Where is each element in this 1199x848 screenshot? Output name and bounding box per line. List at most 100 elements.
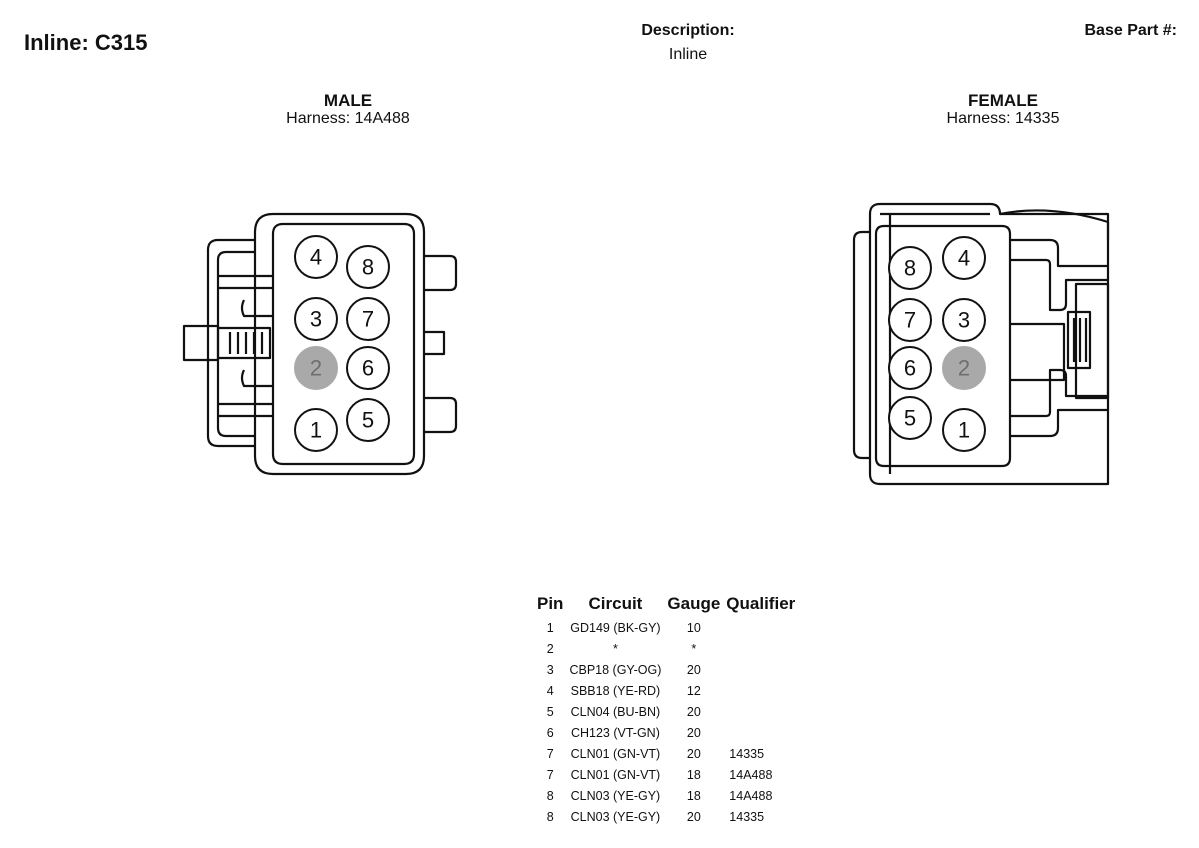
cell-pin: 4 [546,683,554,698]
cell-qualifier [723,617,798,638]
cell-pin: 3 [546,662,554,677]
cell-gauge: 20 [686,704,701,719]
svg-text:1: 1 [958,418,970,443]
cell-gauge: 18 [686,788,701,803]
svg-text:8: 8 [904,256,916,281]
cell-pin: 6 [546,725,554,740]
cell-gauge: 18 [686,767,701,782]
cell-gauge: 20 [686,662,701,677]
cell-circuit: CLN04 (BU-BN) [570,704,661,719]
male-pin: 4 [294,235,338,279]
cell-pin: 7 [546,767,554,782]
table-row: 4 SBB18 (YE-RD) 12 [534,680,798,701]
table-header-row: Pin Circuit Gauge Qualifier [534,594,798,617]
cell-circuit: SBB18 (YE-RD) [570,683,661,698]
table-row: 8 CLN03 (YE-GY) 20 14335 [534,806,798,827]
column-header-gauge: Gauge [667,594,721,613]
cell-circuit: CLN01 (GN-VT) [570,767,661,782]
female-pin: 5 [888,396,932,440]
svg-text:3: 3 [310,307,322,332]
table-row: 6 CH123 (VT-GN) 20 [534,722,798,743]
cell-gauge: 20 [686,725,701,740]
male-pin: 8 [346,245,390,289]
svg-text:5: 5 [362,408,374,433]
table-row: 5 CLN04 (BU-BN) 20 [534,701,798,722]
female-pin: 1 [942,408,986,452]
cell-qualifier: 14A488 [729,788,773,803]
female-gender-label: FEMALE [968,91,1038,110]
cell-circuit: CLN03 (YE-GY) [570,809,661,824]
cell-qualifier [723,701,798,722]
female-pin: 7 [888,298,932,342]
female-pin: 4 [942,236,986,280]
female-pin: 6 [888,346,932,390]
female-pin: 8 [888,246,932,290]
female-pin-empty: 2 [942,346,986,390]
male-harness-label: Harness: 14A488 [286,110,410,127]
cell-pin: 5 [546,704,554,719]
cell-gauge: 20 [686,809,701,824]
cell-circuit: CH123 (VT-GN) [570,725,660,740]
cell-circuit: CLN01 (GN-VT) [570,746,661,761]
svg-text:5: 5 [904,406,916,431]
cell-gauge: * [691,641,697,656]
table-row: 7 CLN01 (GN-VT) 20 14335 [534,743,798,764]
cell-gauge: 10 [686,620,701,635]
cell-qualifier [723,659,798,680]
svg-text:7: 7 [362,307,374,332]
cell-pin: 8 [546,788,554,803]
svg-text:8: 8 [362,255,374,280]
cell-pin: 7 [546,746,554,761]
column-header-pin: Pin [537,594,564,613]
cell-pin: 8 [546,809,554,824]
base-part-label: Base Part #: [1084,22,1178,39]
male-connector-housing [182,212,458,476]
male-pin: 5 [346,398,390,442]
female-pin: 3 [942,298,986,342]
description-label: Description: [641,22,735,39]
table-row: 8 CLN03 (YE-GY) 18 14A488 [534,785,798,806]
female-connector-heading: FEMALE Harness: 14335 [893,91,1113,128]
female-connector-diagram: 8 4 7 3 6 2 5 1 [852,202,1110,486]
male-connector-diagram: 4 8 3 7 2 6 1 5 [182,212,458,476]
column-header-circuit: Circuit [588,594,643,613]
description-block: Description: Inline [588,22,788,64]
male-pin: 1 [294,408,338,452]
svg-text:4: 4 [310,245,322,270]
cell-circuit: * [612,641,618,656]
cell-pin: 1 [546,620,554,635]
table-row: 3 CBP18 (GY-OG) 20 [534,659,798,680]
table-row: 2 * * [534,638,798,659]
male-gender-label: MALE [323,91,373,110]
svg-text:2: 2 [310,356,322,381]
cell-qualifier [723,722,798,743]
svg-text:7: 7 [904,308,916,333]
table-row: 1 GD149 (BK-GY) 10 [534,617,798,638]
female-connector-housing [852,202,1110,486]
svg-text:6: 6 [362,356,374,381]
male-pin: 3 [294,297,338,341]
male-connector-heading: MALE Harness: 14A488 [238,91,458,128]
cell-qualifier: 14335 [729,809,765,824]
cell-pin: 2 [546,641,554,656]
svg-text:1: 1 [310,418,322,443]
description-value: Inline [668,46,708,63]
male-pin: 7 [346,297,390,341]
pin-circuit-table: Pin Circuit Gauge Qualifier 1 GD149 (BK-… [534,594,798,827]
cell-qualifier [723,680,798,701]
cell-gauge: 12 [686,683,701,698]
cell-circuit: GD149 (BK-GY) [570,620,661,635]
female-pin-field: 8 4 7 3 6 2 5 1 [888,236,986,452]
male-pin-field: 4 8 3 7 2 6 1 5 [294,235,390,452]
cell-qualifier: 14A488 [729,767,773,782]
cell-qualifier [723,638,798,659]
table-row: 7 CLN01 (GN-VT) 18 14A488 [534,764,798,785]
cell-circuit: CBP18 (GY-OG) [569,662,662,677]
male-pin: 6 [346,346,390,390]
female-harness-label: Harness: 14335 [946,110,1060,127]
svg-text:3: 3 [958,308,970,333]
cell-qualifier: 14335 [729,746,765,761]
svg-text:2: 2 [958,356,970,381]
cell-circuit: CLN03 (YE-GY) [570,788,661,803]
column-header-qualifier: Qualifier [726,594,796,613]
